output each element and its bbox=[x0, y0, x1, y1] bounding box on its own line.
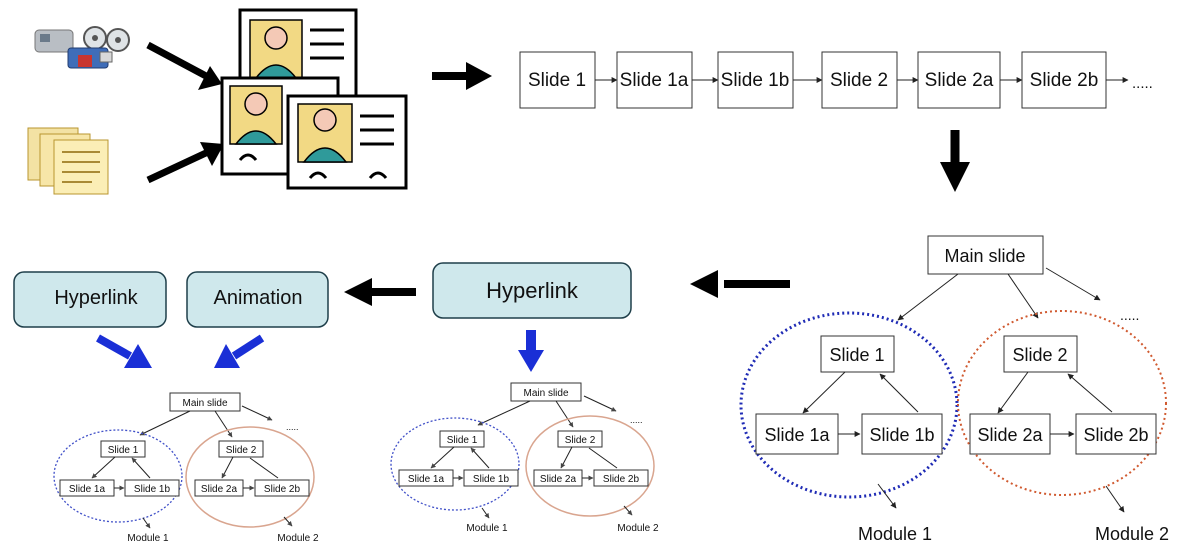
sequence-box: Slide 2a bbox=[917, 51, 1001, 109]
small-left-slide2-label: Slide 2 bbox=[226, 445, 257, 456]
blue-arrow-left bbox=[96, 334, 152, 368]
tree-slide1-label: Slide 1 bbox=[829, 345, 884, 365]
sequence-label: Slide 1b bbox=[721, 70, 790, 91]
small-mid-main-label: Main slide bbox=[523, 388, 568, 399]
animation-label: Animation bbox=[214, 287, 303, 309]
arrow-cards-to-sequence bbox=[432, 62, 492, 90]
small-mid-slide2a-label: Slide 2a bbox=[540, 474, 577, 485]
small-mid-slide2-label: Slide 2 bbox=[565, 435, 596, 446]
small-left-slide2b-label: Slide 2b bbox=[264, 484, 301, 495]
module1-circle bbox=[739, 311, 959, 499]
sequence-label: Slide 2b bbox=[1030, 70, 1099, 91]
sequence-box: Slide 2b bbox=[1021, 51, 1107, 109]
small-left-slide2a-label: Slide 2a bbox=[201, 484, 238, 495]
sequence-label: Slide 1 bbox=[528, 70, 586, 91]
sequence-box: Slide 1 bbox=[519, 51, 596, 109]
large-tree: Main slide ..... Slide 1 Slide 2 Slide 1… bbox=[739, 235, 1169, 544]
arrow-documents-to-cards bbox=[146, 142, 224, 184]
documents-icon bbox=[27, 127, 109, 195]
tree-ellipsis: ..... bbox=[1120, 307, 1139, 323]
tree-slide1b-label: Slide 1b bbox=[869, 425, 934, 445]
hyperlink-middle-label: Hyperlink bbox=[486, 278, 579, 303]
small-mid-slide1a-label: Slide 1a bbox=[408, 474, 445, 485]
small-mid-ellipsis: ..... bbox=[630, 415, 643, 425]
tree-slide2a-label: Slide 2a bbox=[977, 425, 1043, 445]
arrow-tree-to-hyperlink bbox=[690, 270, 790, 298]
blue-arrow-right bbox=[214, 334, 265, 368]
small-mid-slide1b-label: Slide 1b bbox=[473, 474, 510, 485]
tree-module2-label: Module 2 bbox=[1095, 524, 1169, 544]
small-left-main-label: Main slide bbox=[182, 398, 227, 409]
slide-sequence: Slide 1 Slide 1a Slide 1b Slide 2 Slide … bbox=[519, 51, 1153, 109]
film-projector-icon bbox=[34, 26, 130, 69]
tree-main-label: Main slide bbox=[944, 246, 1025, 266]
sequence-ellipsis: ..... bbox=[1132, 75, 1153, 92]
module2-circle bbox=[957, 310, 1167, 496]
small-left-slide1-label: Slide 1 bbox=[108, 445, 139, 456]
blue-arrow-down bbox=[518, 330, 544, 372]
arrow-sequence-to-tree bbox=[940, 130, 970, 192]
sequence-box: Slide 1b bbox=[717, 51, 794, 109]
hyperlink-middle-button[interactable]: Hyperlink bbox=[432, 262, 632, 319]
tree-module1-label: Module 1 bbox=[858, 524, 932, 544]
small-mid-module1-label: Module 1 bbox=[466, 523, 508, 534]
sequence-label: Slide 2a bbox=[925, 70, 994, 91]
small-left-slide1b-label: Slide 1b bbox=[134, 484, 171, 495]
sequence-label: Slide 2 bbox=[830, 70, 888, 91]
sequence-label: Slide 1a bbox=[620, 70, 689, 91]
small-left-module1-label: Module 1 bbox=[127, 533, 169, 544]
small-mid-slide2b-label: Slide 2b bbox=[603, 474, 640, 485]
sequence-box: Slide 1a bbox=[616, 51, 693, 109]
tree-slide2b-label: Slide 2b bbox=[1083, 425, 1148, 445]
sequence-box: Slide 2 bbox=[821, 51, 898, 109]
id-card-icon bbox=[220, 8, 408, 190]
small-mid-slide1-label: Slide 1 bbox=[447, 435, 478, 446]
animation-button[interactable]: Animation bbox=[186, 271, 329, 328]
small-left-slide1a-label: Slide 1a bbox=[69, 484, 106, 495]
arrow-hyperlink-to-buttons bbox=[344, 278, 416, 306]
small-left-ellipsis: ..... bbox=[286, 422, 299, 432]
small-left-module2-label: Module 2 bbox=[277, 533, 319, 544]
small-tree-middle: Main slide ..... Slide 1 Slide 2 Slide 1… bbox=[390, 382, 659, 534]
arrow-projector-to-cards bbox=[146, 41, 222, 90]
small-tree-left: Main slide ..... Slide 1 Slide 2 Slide 1… bbox=[53, 392, 319, 544]
tree-slide1a-label: Slide 1a bbox=[764, 425, 830, 445]
hyperlink-left-button[interactable]: Hyperlink bbox=[13, 271, 167, 328]
tree-slide2-label: Slide 2 bbox=[1012, 345, 1067, 365]
small-mid-module2-label: Module 2 bbox=[617, 523, 659, 534]
hyperlink-left-label: Hyperlink bbox=[54, 287, 138, 309]
